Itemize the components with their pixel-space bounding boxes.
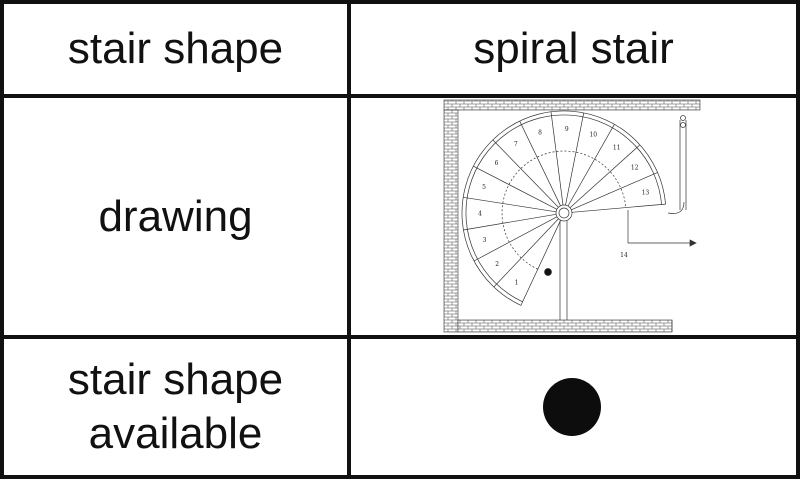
header-value: spiral stair — [473, 24, 674, 74]
available-label-cell: stair shape available — [4, 339, 347, 475]
tread-line — [463, 196, 557, 213]
stair-plan — [461, 110, 697, 320]
center-column-outer — [555, 204, 573, 222]
tread-line — [567, 124, 615, 207]
tread-line — [493, 218, 559, 288]
railing — [667, 120, 687, 214]
tread-line — [565, 112, 585, 206]
tread-line — [550, 111, 564, 206]
center-column — [558, 207, 570, 219]
step-number-label: 10 — [589, 131, 597, 138]
column-divider — [347, 4, 351, 475]
step-number-label: 12 — [631, 165, 639, 172]
available-label-line2: available — [88, 409, 263, 458]
handrail-line — [465, 114, 662, 303]
step-number-label: 11 — [613, 145, 621, 152]
tread-line — [571, 203, 666, 213]
top-wall — [443, 99, 701, 111]
step-number-label: 9 — [565, 126, 569, 133]
drawing-label-cell: drawing — [4, 98, 347, 335]
tread-line — [519, 120, 561, 206]
left-wall — [443, 109, 459, 333]
walk-line — [501, 150, 627, 270]
step-number-label: 8 — [538, 130, 542, 137]
drawing-label: drawing — [98, 191, 253, 241]
bottom-wall — [457, 319, 673, 333]
step-number-label: 5 — [482, 184, 486, 191]
header-label: stair shape — [67, 24, 284, 74]
start-dot — [544, 268, 552, 276]
step-number-label: 4 — [478, 211, 482, 218]
row-divider-2 — [4, 335, 796, 339]
step-number-label: 1 — [515, 279, 519, 286]
tread-line — [473, 216, 558, 262]
row-divider-1 — [4, 94, 796, 98]
step-number-label: 14 — [620, 252, 628, 259]
tread-line — [473, 165, 558, 210]
step-number-label: 2 — [495, 261, 499, 268]
step-number-label: 3 — [483, 237, 487, 244]
tread-line — [492, 139, 559, 208]
step-number-label: 6 — [495, 160, 499, 167]
tread-line — [571, 172, 658, 211]
tread-line — [463, 213, 557, 231]
header-label-cell: stair shape — [4, 4, 347, 94]
step-number-label: 13 — [642, 189, 650, 196]
header-value-cell: spiral stair — [351, 4, 796, 94]
tread-line — [569, 144, 641, 208]
availability-dot — [543, 378, 601, 436]
step-number-label: 7 — [514, 141, 518, 148]
available-label-line1: stair shape — [67, 355, 284, 405]
tread-line — [520, 220, 561, 306]
